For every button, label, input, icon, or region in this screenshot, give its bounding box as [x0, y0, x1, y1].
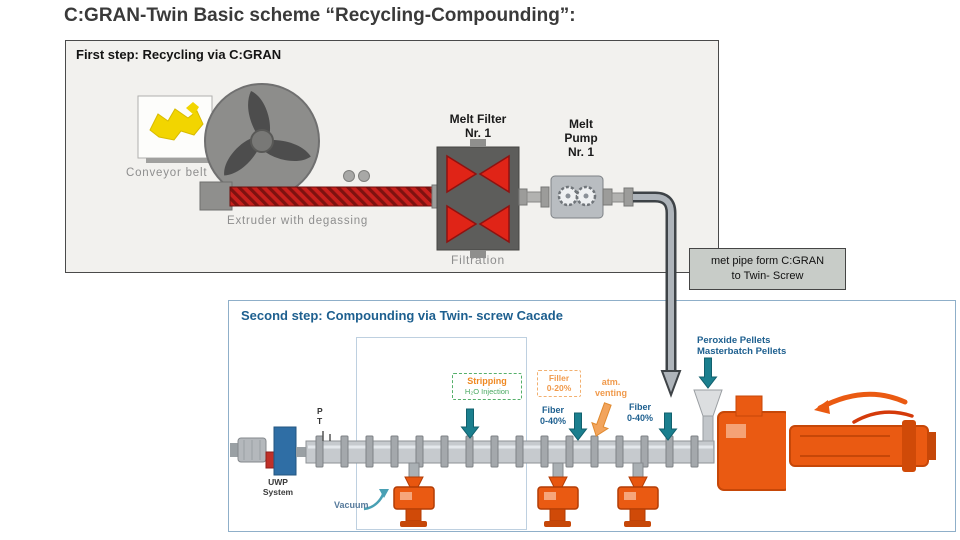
uwp-label-line1: UWP — [268, 477, 288, 487]
side-feeder-3-graphic — [617, 462, 659, 528]
peroxide-label-line2: Masterbatch Pellets — [697, 346, 787, 357]
melt-filter-label: Melt Filter Nr. 1 — [437, 112, 519, 140]
melt-filter-graphic — [436, 139, 520, 258]
atm-label-line1: atm. — [601, 377, 621, 387]
uwp-label-line2: System — [262, 487, 294, 497]
melt-pump-label-line3: Nr. 1 — [567, 145, 594, 159]
melt-pump-label-line1: Melt — [569, 117, 593, 131]
melt-pump-label: Melt Pump Nr. 1 — [553, 117, 609, 159]
drive-unit-graphic — [230, 426, 308, 476]
pellet-funnel-graphic — [693, 389, 723, 442]
main-extruder-graphic — [717, 391, 936, 494]
sensor-p-label: P — [317, 406, 323, 416]
melt-pump-graphic — [550, 175, 634, 219]
stripping-label-line2: H₂O Injection — [464, 387, 510, 396]
fiber2-label-line2: 0-40% — [626, 412, 653, 423]
side-feeder-2-graphic — [537, 462, 579, 528]
page-title: C:GRAN-Twin Basic scheme “Recycling-Comp… — [64, 5, 576, 26]
second-step-heading: Second step: Compounding via Twin- screw… — [241, 308, 563, 323]
stripping-label-line1: Stripping — [467, 376, 507, 386]
pipe-note-line1: met pipe form C:GRAN — [710, 255, 825, 267]
peroxide-masterbatch-label: Peroxide Pellets Masterbatch Pellets — [697, 335, 827, 357]
filler-box: Filler 0-20% — [537, 370, 581, 397]
atm-label-line2: venting — [594, 387, 627, 398]
extruder-label: Extruder with degassing — [227, 215, 369, 227]
side-feeder-1-graphic — [393, 462, 435, 528]
peroxide-label-line1: Peroxide Pellets — [697, 335, 771, 346]
shredder-graphic — [204, 83, 320, 199]
melt-filter-label-line2: Nr. 1 — [464, 126, 491, 140]
uwp-system-label: UWP System — [255, 477, 301, 497]
fiber1-label-line2: 0-40% — [539, 415, 566, 426]
sensor-t-label: T — [317, 416, 323, 426]
first-step-heading: First step: Recycling via C:GRAN — [76, 47, 282, 62]
filler-label-line2: 0-20% — [546, 383, 572, 393]
stripping-injection-box: Stripping H₂O Injection — [452, 373, 522, 400]
conveyor-belt-label: Conveyor belt — [126, 167, 208, 179]
melt-pump-label-line2: Pump — [564, 131, 598, 145]
pipe-note-line2: to Twin- Screw — [731, 270, 804, 282]
fiber1-label-line1: Fiber — [541, 405, 564, 415]
extruder-graphic — [199, 170, 441, 211]
sensor-pt-label: P T — [317, 406, 323, 426]
fiber2-label-line1: Fiber — [628, 402, 651, 412]
conveyor-belt-graphic — [137, 95, 226, 163]
atm-venting-arrow — [591, 402, 612, 437]
twin-screw-barrel-graphic — [305, 431, 715, 468]
feed-arrows-graphic — [460, 357, 718, 441]
melt-pipe-graphic — [633, 191, 682, 398]
fiber1-label: Fiber 0-40% — [532, 405, 574, 426]
atm-venting-label: atm. venting — [589, 377, 633, 398]
filler-label-line1: Filler — [548, 373, 570, 383]
vacuum-label: Vacuum — [334, 500, 369, 510]
pipe-note: met pipe form C:GRAN to Twin- Screw — [689, 248, 846, 290]
second-step-panel — [228, 300, 956, 532]
coupling-graphic — [518, 186, 550, 208]
filtration-label: Filtration — [450, 253, 505, 267]
melt-filter-label-line1: Melt Filter — [449, 112, 507, 126]
vacuum-arrow — [363, 489, 389, 511]
fiber2-label: Fiber 0-40% — [620, 402, 660, 423]
process-zone-outline — [356, 337, 527, 530]
